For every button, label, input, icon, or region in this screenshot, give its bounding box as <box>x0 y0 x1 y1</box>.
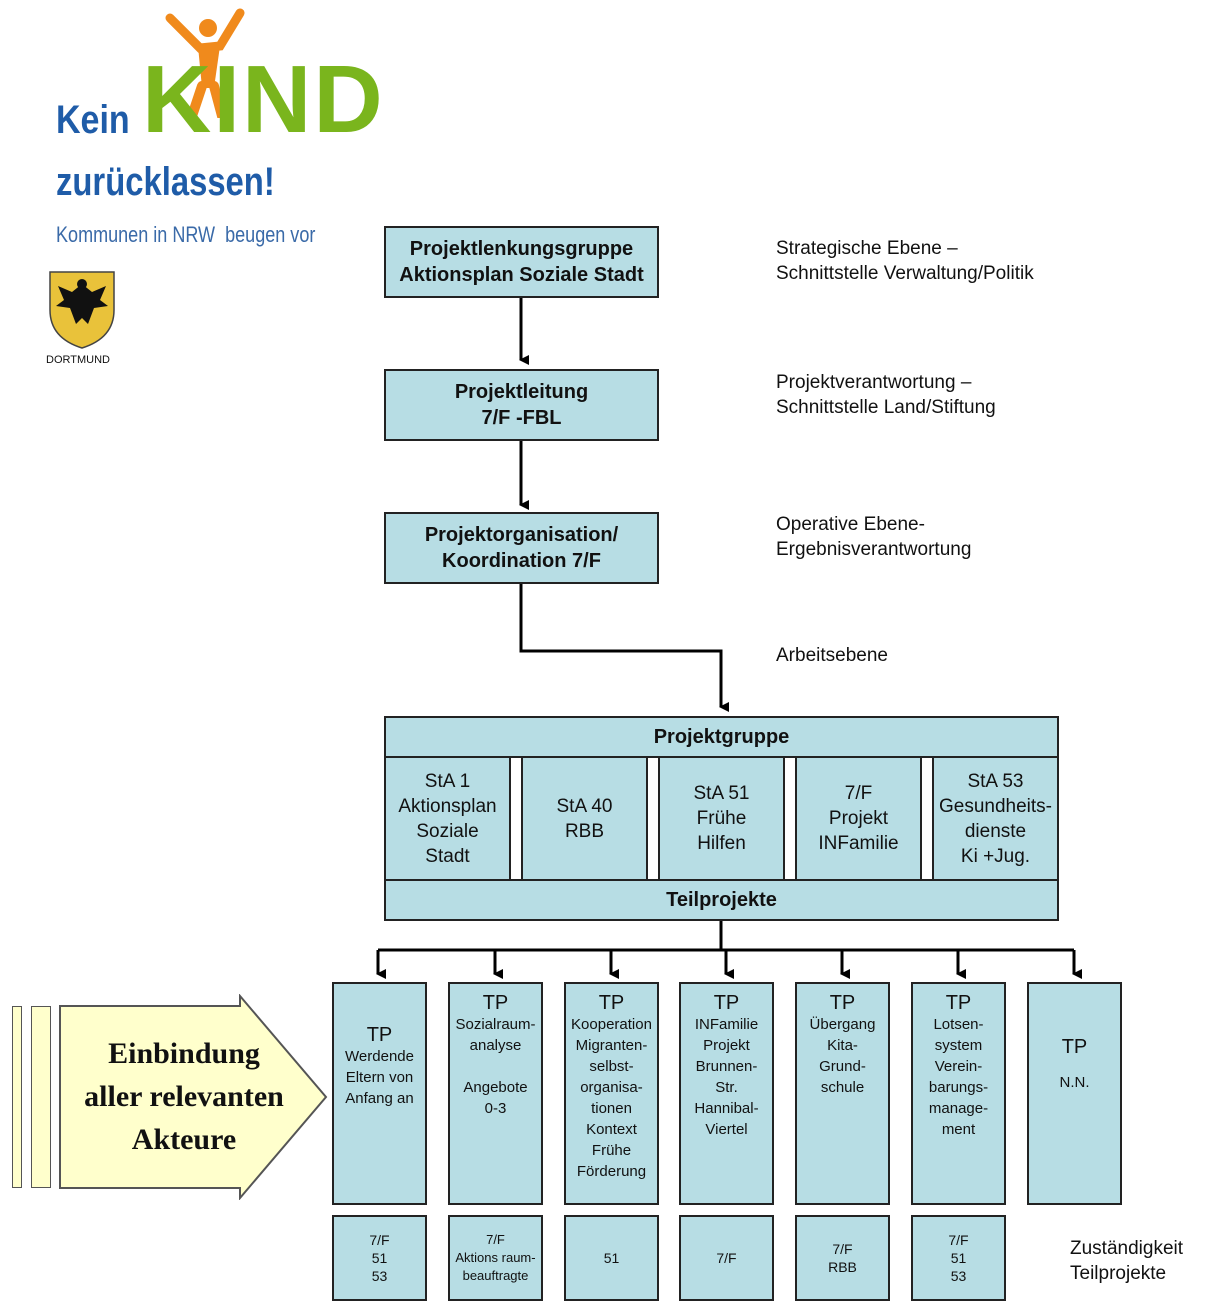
responsibility-box: 7/F <box>679 1215 774 1301</box>
projektgruppe-header: Projektgruppe <box>384 716 1059 758</box>
projektgruppe-cell-7f: 7/F Projekt INFamilie <box>795 756 922 881</box>
tp-label: TP <box>829 992 856 1014</box>
logo-kind-text: KIND <box>142 46 385 153</box>
tp-label: TP <box>1061 1036 1088 1058</box>
tp-description: N.N. <box>1059 1074 1090 1091</box>
box-projektorganisation: Projektorganisation/ Koordination 7/F <box>384 512 659 584</box>
tp-label: TP <box>598 992 625 1014</box>
logo-kein: Kein <box>56 98 130 142</box>
teilprojekte-footer: Teilprojekte <box>384 879 1059 921</box>
tp-description: Übergang Kita- Grund- schule <box>809 1016 876 1096</box>
tp-label: TP <box>945 992 972 1014</box>
tp-label: TP <box>713 992 740 1014</box>
tp-box-sozialraumanalyse: TP Sozialraum- analyse Angebote 0-3 <box>448 982 543 1205</box>
responsibility-box: 7/F RBB <box>795 1215 890 1301</box>
tp-box-lotsensystem: TP Lotsen- system Verein- barungs- manag… <box>911 982 1006 1205</box>
tp-box-uebergang: TP Übergang Kita- Grund- schule <box>795 982 890 1205</box>
arrow-stripe-2 <box>31 1006 51 1188</box>
responsibility-box: 7/F 51 53 <box>911 1215 1006 1301</box>
logo-zurueck: zurücklassen! <box>56 160 275 204</box>
city-label: DORTMUND <box>46 354 110 366</box>
projektgruppe-cell-sta40: StA 40 RBB <box>521 756 648 881</box>
arrow-stripe-1 <box>12 1006 22 1188</box>
responsibility-box: 7/F 51 53 <box>332 1215 427 1301</box>
logo-kind: KIND <box>142 52 385 148</box>
logo-tagline: Kommunen in NRW beugen vor <box>56 222 316 247</box>
note-strategic-level: Strategische Ebene – Schnittstelle Verwa… <box>776 238 1034 284</box>
arrow-label: Einbindung aller relevanten Akteure <box>84 1037 284 1156</box>
big-arrow-icon <box>59 994 328 1200</box>
projektgruppe-cell-sta1: StA 1 Aktionsplan Soziale Stadt <box>384 756 511 881</box>
tp-box-nn: TP N.N. <box>1027 982 1122 1205</box>
note-work-level: Arbeitsebene <box>776 645 888 666</box>
tp-description: Werdende Eltern von Anfang an <box>345 1048 414 1107</box>
child-figure-icon <box>165 8 245 118</box>
projektgruppe-cell-sta51: StA 51 Frühe Hilfen <box>658 756 785 881</box>
responsibility-box: 7/F Aktions raum- beauftragte <box>448 1215 543 1301</box>
tp-description: Lotsen- system Verein- barungs- manage- … <box>928 1016 989 1138</box>
dortmund-coat-of-arms-icon <box>49 271 115 349</box>
tp-label: TP <box>366 1024 393 1046</box>
tp-description: Sozialraum- analyse Angebote 0-3 <box>455 1016 536 1117</box>
box-projektleitung: Projektleitung 7/F -FBL <box>384 369 659 441</box>
tp-box-kooperation: TP Kooperation Migranten- selbst- organi… <box>564 982 659 1205</box>
note-operative-level: Operative Ebene- Ergebnisverantwortung <box>776 514 972 560</box>
responsibility-box: 51 <box>564 1215 659 1301</box>
tp-description: INFamilie Projekt Brunnen- Str. Hannibal… <box>694 1016 759 1138</box>
tp-box-infamilie: TP INFamilie Projekt Brunnen- Str. Hanni… <box>679 982 774 1205</box>
tp-box-werdende-eltern: TP Werdende Eltern von Anfang an <box>332 982 427 1205</box>
tp-description: Kooperation Migranten- selbst- organisa-… <box>571 1016 652 1180</box>
projektgruppe-cell-sta53: StA 53 Gesundheits- dienste Ki +Jug. <box>932 756 1059 881</box>
note-tp-responsibility: Zuständigkeit Teilprojekte <box>1070 1238 1184 1284</box>
tp-label: TP <box>482 992 509 1014</box>
note-project-responsibility: Projektverantwortung – Schnittstelle Lan… <box>776 372 996 418</box>
box-projektlenkungsgruppe: Projektlenkungsgruppe Aktionsplan Sozial… <box>384 226 659 298</box>
